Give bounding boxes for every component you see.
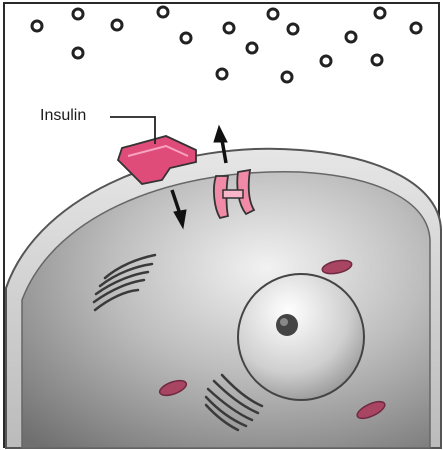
nucleus — [238, 274, 364, 400]
glucose-molecule — [247, 43, 257, 53]
glucose-molecule — [32, 21, 42, 31]
glucose-molecule — [158, 7, 168, 17]
glucose-molecule — [372, 55, 382, 65]
glucose-molecule — [268, 9, 278, 19]
glucose-molecule — [73, 48, 83, 58]
glucose-molecule — [112, 20, 122, 30]
insulin-label: Insulin — [40, 107, 86, 125]
glucose-molecule — [282, 72, 292, 82]
glucose-molecule — [217, 69, 227, 79]
glucose-molecule — [224, 23, 234, 33]
nucleolus — [276, 314, 298, 336]
glucose-molecule — [411, 23, 421, 33]
glucose-molecule — [346, 32, 356, 42]
glucose-molecule — [321, 56, 331, 66]
glucose-molecule — [375, 8, 385, 18]
glucose-molecule — [288, 24, 298, 34]
glucose-molecule — [73, 9, 83, 19]
glucose-molecule — [181, 33, 191, 43]
